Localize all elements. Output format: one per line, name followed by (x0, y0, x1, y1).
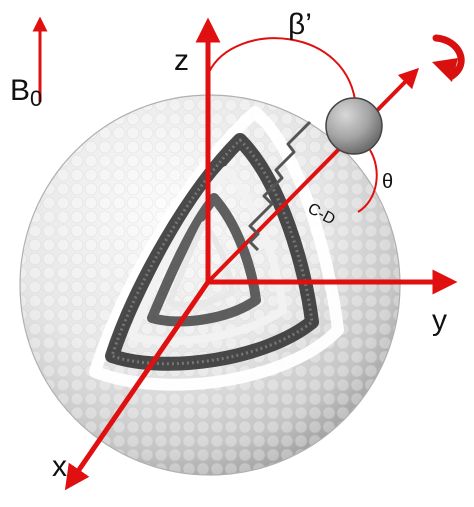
b0-label: B0 (10, 74, 42, 111)
theta-label: θ (382, 171, 393, 193)
x-axis-label: x (52, 450, 67, 483)
y-axis-label: y (432, 304, 447, 337)
curved-arrow-icon (432, 38, 461, 82)
z-axis-label: z (174, 44, 189, 77)
deuterium-atom (326, 98, 382, 154)
beta-prime-label: β’ (288, 8, 312, 41)
